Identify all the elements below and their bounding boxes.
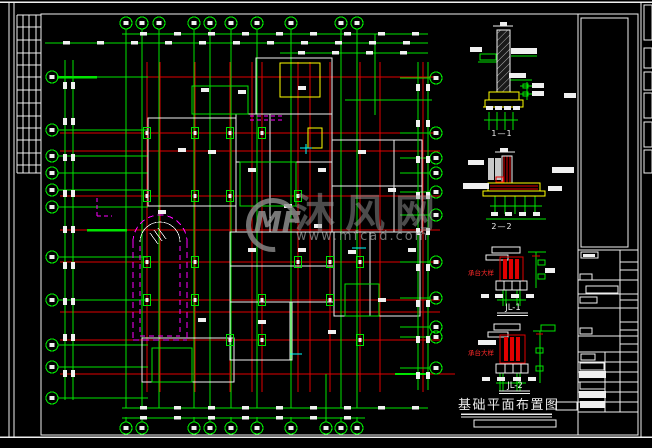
pilecap-note-2: 承台大样 bbox=[468, 349, 494, 357]
title-strip bbox=[578, 17, 638, 413]
walls bbox=[141, 57, 423, 383]
yellow-marks bbox=[279, 62, 323, 149]
section-1-label: 1—1 bbox=[491, 129, 513, 138]
right-edge-cells bbox=[643, 4, 652, 174]
beam-1-label: JL-1 bbox=[505, 303, 521, 313]
pilecap-note-1: 承台大样 bbox=[468, 269, 494, 277]
axis-circles bbox=[45, 16, 443, 435]
pile-marks bbox=[142, 126, 365, 347]
cyan-marks bbox=[290, 144, 366, 355]
detail-footing-section bbox=[463, 148, 574, 220]
detail-beam-2 bbox=[478, 323, 556, 394]
drawing-title: 基础平面布置图 bbox=[458, 398, 560, 413]
drawing-layers bbox=[0, 1, 652, 438]
pool bbox=[96, 115, 284, 341]
title-underline bbox=[461, 401, 578, 428]
detail-beam-1 bbox=[481, 246, 555, 316]
beam-2-label: JL-2 bbox=[507, 381, 523, 391]
section-2-label: 2—2 bbox=[491, 222, 513, 231]
plan-label-blobs bbox=[158, 86, 416, 334]
detail-column-section bbox=[470, 22, 576, 130]
green-rooms bbox=[151, 85, 380, 383]
dimension-lines bbox=[45, 32, 430, 420]
signature-strip bbox=[16, 14, 41, 174]
sheet-frame bbox=[0, 1, 652, 438]
